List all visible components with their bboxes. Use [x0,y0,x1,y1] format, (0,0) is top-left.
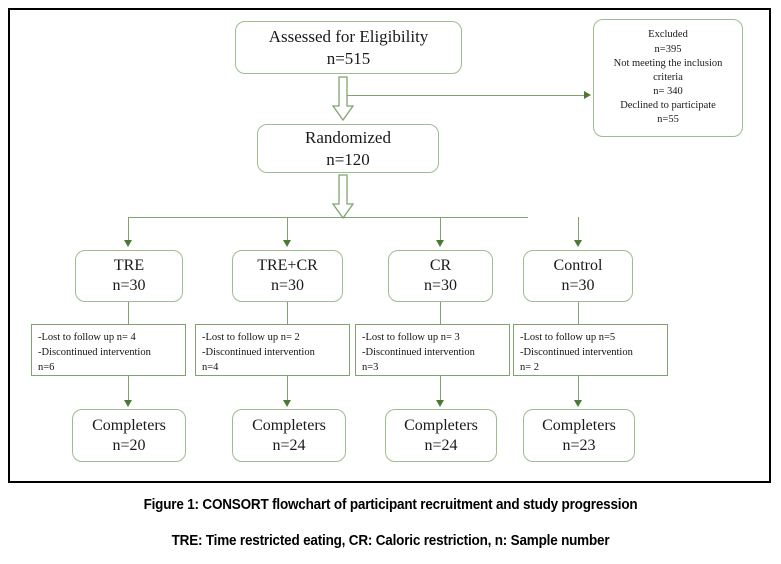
arm-tre-label: TRE [113,257,145,274]
arrowhead-arm-2 [283,240,291,247]
completers-tre-cr-label: Completers [252,416,326,434]
connector-arm-2-to-attrition [287,302,289,324]
completers-tre-cr-count: n=24 [272,436,306,454]
attrition-tre-cr-lost: -Lost to follow up n= 2 [202,332,300,343]
attrition-tre-discontinued-count: n=6 [38,362,55,374]
node-randomized: Randomized n=120 [257,124,439,173]
node-completers-tre-cr: Completers n=24 [232,409,346,462]
excluded-reason-1: Not meeting the inclusion [613,57,723,69]
attrition-tre-lost: -Lost to follow up n= 4 [38,332,136,343]
caption-line-2: TRE: Time restricted eating, CR: Caloric… [171,533,610,549]
attrition-note-tre: -Lost to follow up n= 4 -Discontinued in… [31,324,186,376]
connector-arm-1-to-attrition [128,302,130,324]
node-arm-tre: TRE n=30 [75,250,183,302]
figure-caption: Figure 1: CONSORT flowchart of participa… [0,492,781,552]
node-completers-control: Completers n=23 [523,409,635,462]
attrition-cr-discontinued-count: n=3 [362,362,379,374]
node-completers-cr: Completers n=24 [385,409,497,462]
arm-tre-cr-label: TRE+CR [257,257,318,274]
assessed-count: n=515 [326,48,371,68]
arrowhead-arm-3 [436,240,444,247]
completers-control-count: n=23 [562,436,596,454]
block-arrow-assessed-to-randomized [332,76,354,122]
block-arrow-randomized-to-allocation [332,174,354,220]
arrowhead-completers-4 [574,400,582,407]
attrition-cr-discontinued: -Discontinued intervention [362,347,475,359]
caption-line-1: Figure 1: CONSORT flowchart of participa… [143,497,638,513]
randomized-label: Randomized [305,128,391,148]
arm-control-label: Control [553,257,603,274]
arm-tre-cr-count: n=30 [270,277,305,294]
excluded-title: Excluded [648,29,688,41]
completers-tre-count: n=20 [112,436,146,454]
excluded-total: n=395 [654,43,682,55]
completers-tre-label: Completers [92,416,166,434]
randomized-count: n=120 [326,149,370,169]
connector-assessed-to-excluded [340,95,585,97]
node-assessed-for-eligibility: Assessed for Eligibility n=515 [235,21,462,74]
attrition-control-discontinued-count: n= 2 [520,362,540,374]
completers-control-label: Completers [542,416,616,434]
attrition-control-lost: -Lost to follow up n=5 [520,332,616,343]
node-completers-tre: Completers n=20 [72,409,186,462]
excluded-reason-2: Declined to participate [620,100,716,112]
drop-line-arm-1 [128,217,130,242]
arrowhead-arm-4 [574,240,582,247]
arm-cr-label: CR [429,257,452,274]
completers-cr-count: n=24 [424,436,458,454]
connector-arm-4-to-attrition [578,302,580,324]
node-arm-tre-cr: TRE+CR n=30 [232,250,343,302]
node-arm-cr: CR n=30 [388,250,493,302]
arm-control-count: n=30 [561,277,595,294]
arrowhead-to-excluded [584,91,591,99]
attrition-cr-lost: -Lost to follow up n= 3 [362,332,460,343]
attrition-note-control: -Lost to follow up n=5 -Discontinued int… [513,324,668,376]
excluded-reason-1-cont: criteria [653,71,683,83]
connector-attrition-4-to-completers [578,376,580,402]
figure-frame: Assessed for Eligibility n=515 Excluded … [8,8,771,483]
excluded-reason-1-count: n= 340 [653,86,683,98]
assessed-label: Assessed for Eligibility [268,27,429,47]
attrition-note-tre-cr: -Lost to follow up n= 2 -Discontinued in… [195,324,350,376]
arrowhead-arm-1 [124,240,132,247]
arm-cr-count: n=30 [423,277,458,294]
node-excluded: Excluded n=395 Not meeting the inclusion… [593,19,743,137]
attrition-tre-cr-discontinued-count: n=4 [202,362,219,374]
node-arm-control: Control n=30 [523,250,633,302]
excluded-reason-2-count: n=55 [657,114,679,126]
allocation-bus-line [128,217,528,219]
arm-tre-count: n=30 [112,277,146,294]
attrition-note-cr: -Lost to follow up n= 3 -Discontinued in… [355,324,510,376]
arrowhead-completers-1 [124,400,132,407]
completers-cr-label: Completers [404,416,478,434]
connector-attrition-1-to-completers [128,376,130,402]
arrowhead-completers-3 [436,400,444,407]
drop-line-arm-4 [578,217,580,242]
connector-arm-3-to-attrition [440,302,442,324]
connector-attrition-2-to-completers [287,376,289,402]
attrition-tre-discontinued: -Discontinued intervention [38,347,151,359]
connector-attrition-3-to-completers [440,376,442,402]
arrowhead-completers-2 [283,400,291,407]
drop-line-arm-3 [440,217,442,242]
attrition-tre-cr-discontinued: -Discontinued intervention [202,347,315,359]
attrition-control-discontinued: -Discontinued intervention [520,347,633,359]
drop-line-arm-2 [287,217,289,242]
